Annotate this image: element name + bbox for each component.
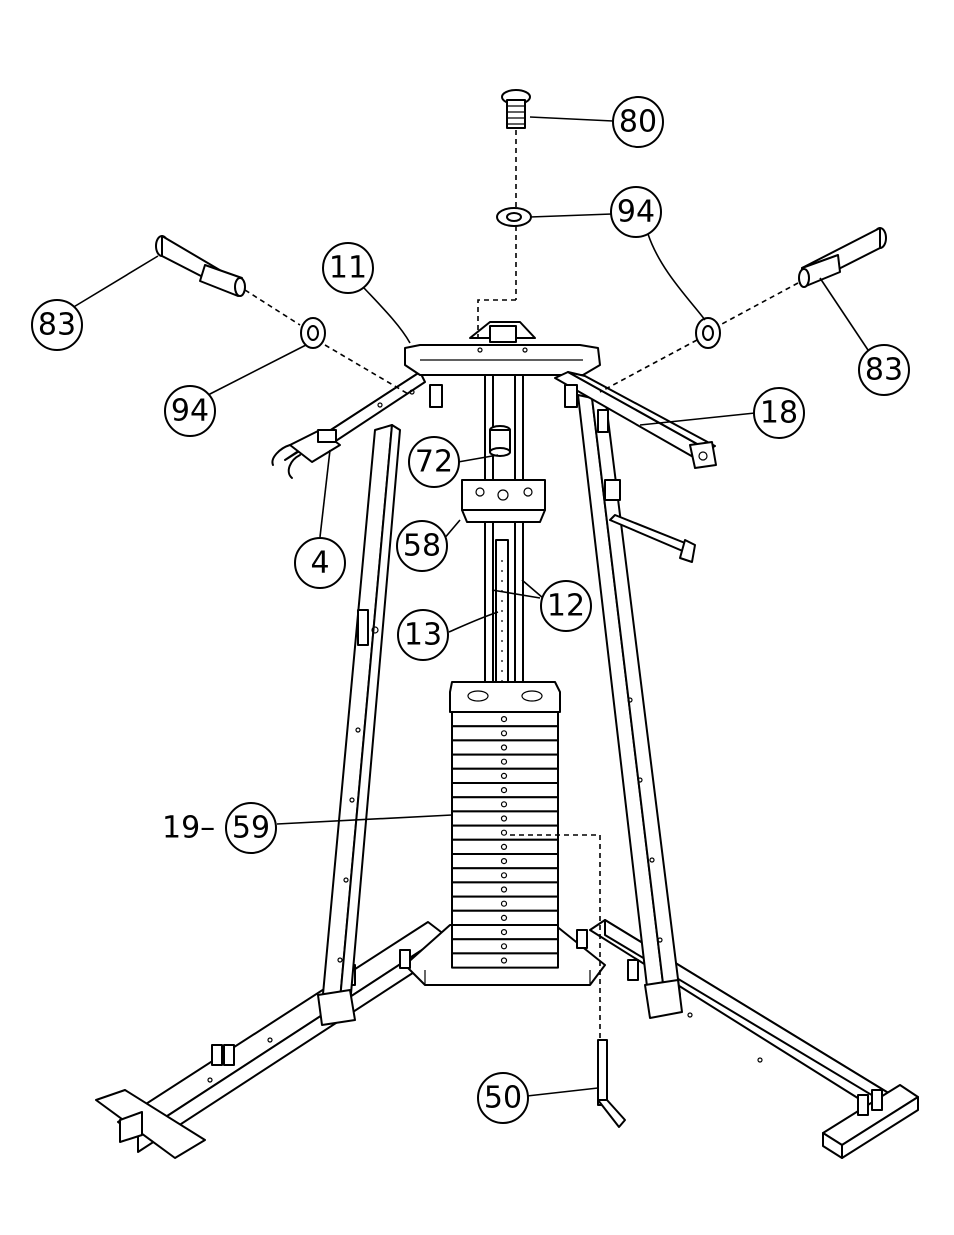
- weight-plate: [452, 826, 558, 840]
- callout-83-right: 83: [859, 345, 909, 395]
- callout-18: 18: [754, 388, 804, 438]
- weight-plate: [452, 868, 558, 882]
- weight-plate: [452, 740, 558, 754]
- weight-plate: [452, 811, 558, 825]
- weight-plate: [452, 755, 558, 769]
- callout-83-left-label: 83: [38, 308, 76, 343]
- callout-94-left: 94: [165, 386, 215, 436]
- washer-left: [301, 318, 325, 348]
- pulley-pin-right: [799, 228, 886, 287]
- callout-18-label: 18: [760, 396, 798, 431]
- weight-plate: [452, 769, 558, 783]
- weight-plate: [452, 925, 558, 939]
- washer-right: [696, 318, 720, 348]
- callout-19-prefix: 19–: [162, 811, 215, 846]
- callout-59-label: 59: [232, 811, 270, 846]
- callout-94-left-label: 94: [171, 394, 209, 429]
- weight-plate: [452, 726, 558, 740]
- callout-12: 12: [541, 581, 591, 631]
- callout-80-label: 80: [619, 105, 657, 140]
- weight-plate: [452, 797, 558, 811]
- washer-top: [497, 208, 531, 226]
- callout-58-label: 58: [403, 529, 441, 564]
- weight-plate: [452, 840, 558, 854]
- callout-50-label: 50: [484, 1081, 522, 1116]
- callout-80: 80: [613, 97, 663, 147]
- callout-58: 58: [397, 521, 447, 571]
- callout-94-top: 94: [611, 187, 661, 237]
- callout-13: 13: [398, 610, 448, 660]
- bolt-top: [502, 90, 530, 128]
- weight-plate: [452, 712, 558, 726]
- callout-12-label: 12: [547, 589, 585, 624]
- weight-plate: [452, 882, 558, 896]
- weight-stack: [450, 682, 560, 968]
- callout-83-left: 83: [32, 300, 82, 350]
- callout-72: 72: [409, 437, 459, 487]
- callout-11-label: 11: [329, 251, 367, 286]
- callout-19-59: 19– 59: [162, 803, 276, 853]
- callout-50: 50: [478, 1073, 528, 1123]
- callout-94-top-label: 94: [617, 195, 655, 230]
- weight-plate: [452, 783, 558, 797]
- weight-plate: [452, 897, 558, 911]
- weight-plate: [452, 953, 558, 967]
- weight-plate: [452, 939, 558, 953]
- callout-13-label: 13: [404, 618, 442, 653]
- weight-plate: [452, 911, 558, 925]
- top-plate-assembly: [462, 426, 545, 700]
- callout-83-right-label: 83: [865, 353, 903, 388]
- callout-72-label: 72: [415, 445, 453, 480]
- weight-plate: [452, 854, 558, 868]
- callout-4-label: 4: [310, 546, 329, 581]
- pulley-pin-left: [156, 236, 245, 296]
- callout-4: 4: [295, 538, 345, 588]
- callout-11: 11: [323, 243, 373, 293]
- top-frame: [272, 322, 716, 485]
- selector-pin: [598, 1040, 625, 1127]
